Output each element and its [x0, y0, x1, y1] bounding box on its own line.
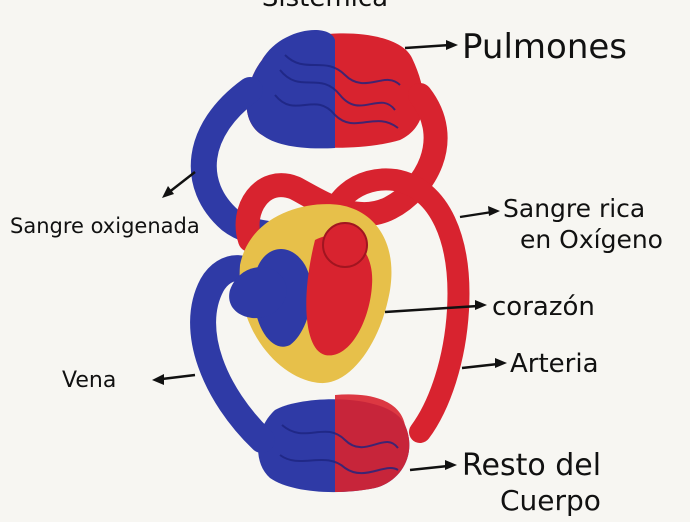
arrow-arteria [462, 364, 498, 368]
label-sangre-oxigenada: Sangre oxigenada [10, 214, 200, 238]
label-arteria: Arteria [510, 349, 599, 379]
arrow-sangre-rica [460, 212, 492, 217]
body-capillary-bed [258, 394, 409, 492]
arrow-pulmones [405, 45, 450, 48]
diagram-title: Sistémica [262, 0, 388, 13]
label-sangre-rica-line1: Sangre rica [503, 194, 645, 223]
label-corazon: corazón [492, 292, 595, 322]
label-resto-line1: Resto del [462, 448, 601, 483]
arrow-resto [410, 466, 448, 470]
arrow-vena [162, 375, 195, 379]
label-vena: Vena [62, 368, 116, 393]
label-resto-line2: Cuerpo [500, 484, 601, 517]
arrow-sangre-oxigenada [168, 172, 195, 193]
lungs-capillary-bed [247, 30, 424, 148]
label-pulmones: Pulmones [462, 27, 627, 67]
label-sangre-rica-line2: en Oxígeno [520, 225, 663, 254]
